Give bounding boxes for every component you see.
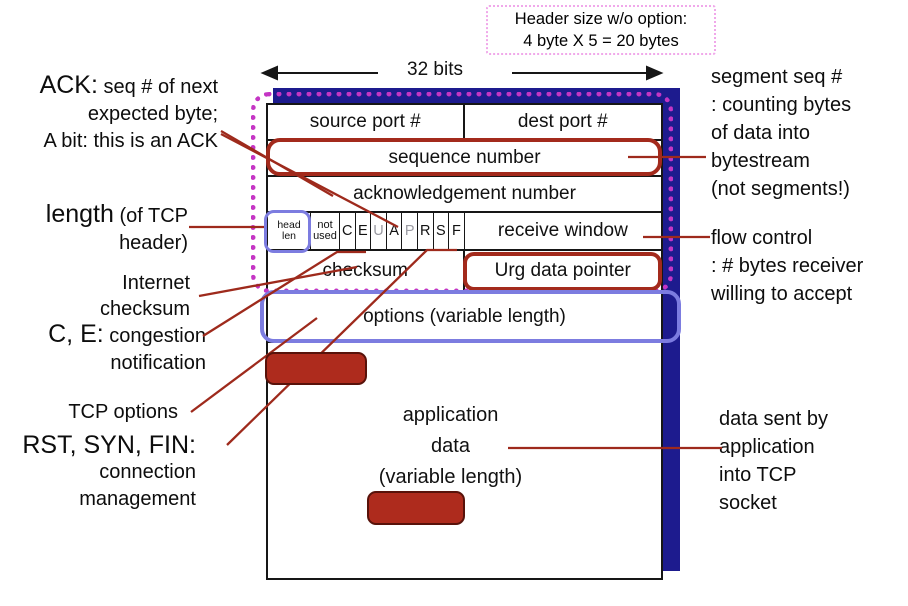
annotation-segseq-line5: (not segments!)	[711, 178, 850, 200]
annotation-segseq-line4: bytestream	[711, 150, 810, 172]
annotation-datasent-line1: data sent by	[719, 408, 828, 430]
annotation-length-text2: header)	[119, 232, 188, 254]
annotation-segseq-line1: segment seq #	[711, 66, 843, 88]
annotation-segment-seq: segment seq # : counting bytes of data i…	[711, 63, 851, 203]
annotation-ack-text1: seq # of next	[97, 76, 218, 98]
annotation-ack: ACK: seq # of next expected byte; A bit:…	[0, 72, 218, 155]
source-port-field: source port #	[268, 105, 465, 139]
app-data-line3: (variable length)	[378, 466, 523, 488]
annotation-length-term: length	[45, 200, 114, 228]
bits-width-label: 32 bits	[407, 59, 463, 80]
application-data-field: application data (variable length)	[268, 400, 633, 493]
checksum-field: checksum	[268, 251, 465, 291]
annotation-connection-text2: management	[79, 488, 196, 510]
annotation-datasent-line2: application	[719, 436, 815, 458]
annotation-checksum-line1: Internet	[122, 272, 190, 294]
header-size-note-line1: Header size w/o option:	[514, 10, 688, 28]
annotation-checksum-line2: checksum	[99, 298, 190, 320]
not-used-field: not used	[311, 213, 340, 249]
header-size-note: Header size w/o option: 4 byte X 5 = 20 …	[486, 5, 716, 55]
not-used-line2: used	[313, 230, 337, 242]
row-checksum: checksum Urg data pointer	[268, 251, 661, 293]
red-highlight-chip-options	[265, 352, 367, 385]
options-field: options (variable length)	[268, 293, 661, 343]
red-highlight-chip-appdata	[367, 491, 465, 525]
annotation-data-sent: data sent by application into TCP socket	[719, 405, 828, 517]
annotation-tcp-options: TCP options	[68, 401, 178, 423]
annotation-congestion-text2: notification	[110, 352, 206, 374]
ack-number-field: acknowledgement number	[268, 177, 661, 213]
annotation-congestion-term: C, E:	[48, 320, 104, 348]
head-len-line2: len	[281, 230, 296, 242]
annotation-segseq-line2: : counting bytes	[711, 94, 852, 116]
annotation-datasent-line4: socket	[719, 492, 777, 514]
header-size-note-line2: 4 byte X 5 = 20 bytes	[523, 32, 679, 50]
annotation-congestion-text1: congestion	[103, 325, 206, 347]
sequence-number-field: sequence number	[268, 141, 661, 177]
flag-S: S	[434, 213, 450, 249]
flag-U: U	[371, 213, 387, 249]
annotation-flow-line3: willing to accept	[711, 283, 853, 305]
app-data-line1: application	[402, 404, 499, 426]
flag-bits: C E U A P R S F	[340, 213, 465, 249]
annotation-congestion: C, E: congestion notification	[0, 321, 206, 377]
annotation-datasent-line3: into TCP	[719, 464, 797, 486]
annotation-length: length (of TCP header)	[0, 201, 188, 257]
annotation-connection-text1: connection	[99, 461, 196, 483]
annotation-flow-line2: : # bytes receiver	[711, 255, 864, 277]
dest-port-field: dest port #	[517, 111, 608, 132]
flag-F: F	[449, 213, 465, 249]
annotation-ack-text3: A bit: this is an ACK	[43, 130, 218, 152]
annotation-flow-control: flow control : # bytes receiver willing …	[711, 224, 863, 308]
annotation-ack-text2: expected byte;	[87, 103, 218, 125]
receive-window-field: receive window	[497, 220, 628, 241]
annotation-connection-term: RST, SYN, FIN:	[22, 431, 196, 459]
annotation-ack-term: ACK:	[39, 71, 98, 99]
row-ports: source port # dest port #	[268, 105, 661, 141]
annotation-length-text1: (of TCP	[113, 205, 188, 227]
flag-R: R	[418, 213, 434, 249]
head-len-field: head len	[268, 213, 311, 249]
flag-E: E	[356, 213, 372, 249]
annotation-segseq-line3: of data into	[711, 122, 810, 144]
row-flags: head len not used C E U A P R S F receiv…	[268, 213, 661, 251]
flag-A: A	[387, 213, 403, 249]
urg-pointer-field: Urg data pointer	[494, 260, 631, 281]
annotation-connection-mgmt: RST, SYN, FIN: connection management	[0, 432, 196, 513]
flag-C: C	[340, 213, 356, 249]
app-data-line2: data	[431, 435, 470, 457]
annotation-internet-checksum: Internet checksum	[0, 270, 190, 322]
annotation-flow-line1: flow control	[711, 227, 813, 249]
flag-P: P	[402, 213, 418, 249]
